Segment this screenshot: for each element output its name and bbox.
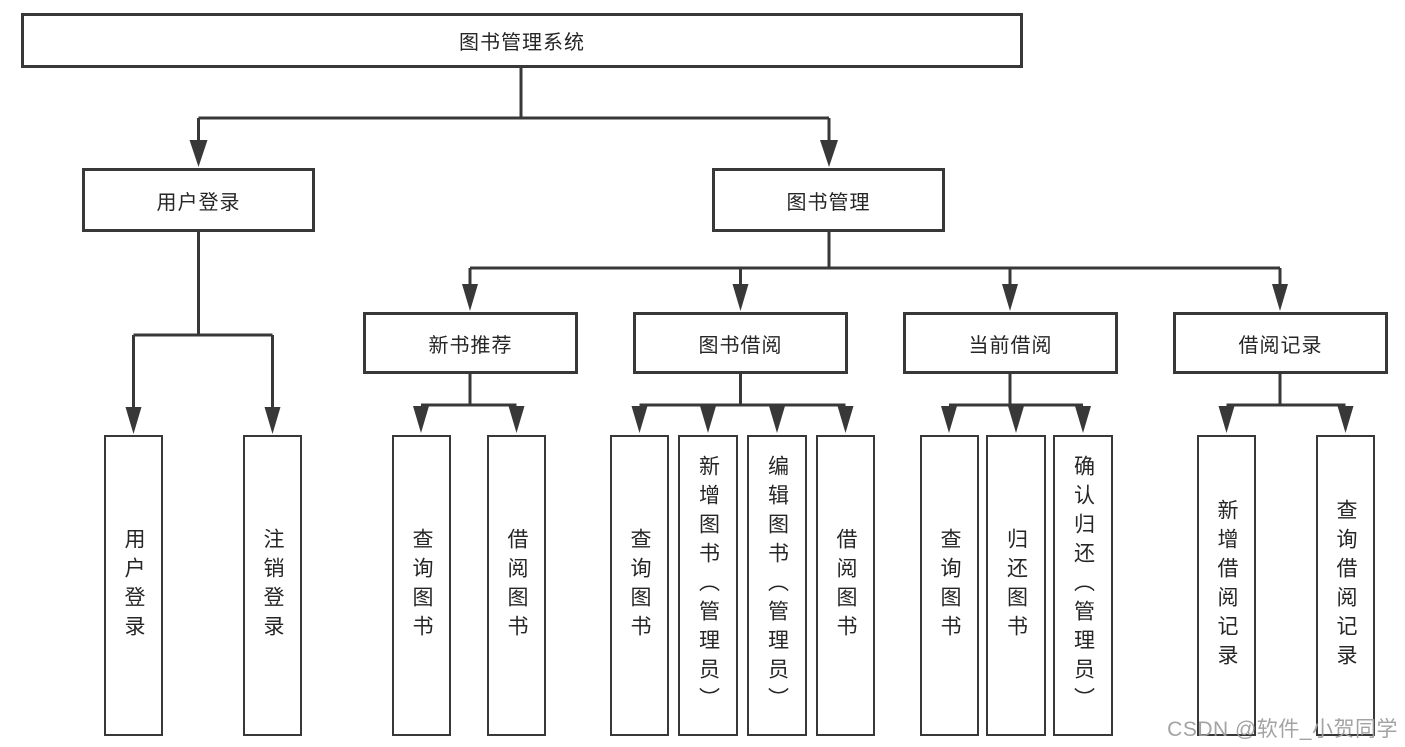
node-leaf-query-borrow-record: 查询借阅记录 [1316,435,1375,736]
node-label: 查询图书 [628,527,651,644]
node-label: 新书推荐 [428,334,513,357]
node-label: 图书管理 [786,191,871,214]
node-leaf-user-login: 用户登录 [104,435,163,736]
node-leaf-query-books-recommendation: 查询图书 [392,435,451,736]
node-user-login: 用户登录 [82,168,315,232]
node-leaf-borrow-books: 借阅图书 [816,435,875,736]
node-label: 用户登录 [156,191,241,214]
node-label: 查询借阅记录 [1334,498,1357,673]
node-label: 借阅图书 [505,527,528,644]
node-label: 归还图书 [1004,527,1028,644]
node-label: 编辑图书（管理员） [765,455,789,716]
node-new-book-recommendation: 新书推荐 [363,312,578,374]
node-leaf-confirm-return-admin: 确认归还（管理员） [1053,435,1113,736]
node-leaf-logout: 注销登录 [243,435,302,736]
node-leaf-add-borrow-record: 新增借阅记录 [1197,435,1256,736]
node-leaf-query-books-current: 查询图书 [920,435,979,736]
node-library-management-system: 图书管理系统 [21,13,1023,68]
node-label: 注销登录 [261,527,284,644]
node-label: 借阅记录 [1238,334,1323,357]
node-leaf-borrow-books-recommendation: 借阅图书 [487,435,546,736]
node-leaf-return-books: 归还图书 [986,435,1046,736]
node-borrowing-records: 借阅记录 [1173,312,1388,374]
node-leaf-add-books-admin: 新增图书（管理员） [678,435,738,736]
node-label: 新增图书（管理员） [696,455,720,716]
node-leaf-edit-books-admin: 编辑图书（管理员） [747,435,807,736]
node-label: 借阅图书 [834,527,857,644]
node-current-borrowing: 当前借阅 [903,312,1118,374]
node-label: 图书借阅 [698,334,783,357]
node-leaf-query-books-borrowing: 查询图书 [610,435,669,736]
node-label: 用户登录 [122,527,145,644]
node-label: 查询图书 [410,527,433,644]
node-label: 查询图书 [938,527,961,644]
node-label: 新增借阅记录 [1215,498,1238,673]
node-label: 确认归还（管理员） [1071,455,1095,716]
node-book-management: 图书管理 [712,168,945,232]
node-label: 图书管理系统 [459,32,585,54]
watermark: CSDN @软件_小贺同学 [1167,718,1398,741]
node-book-borrowing: 图书借阅 [633,312,848,374]
node-label: 当前借阅 [968,334,1053,357]
